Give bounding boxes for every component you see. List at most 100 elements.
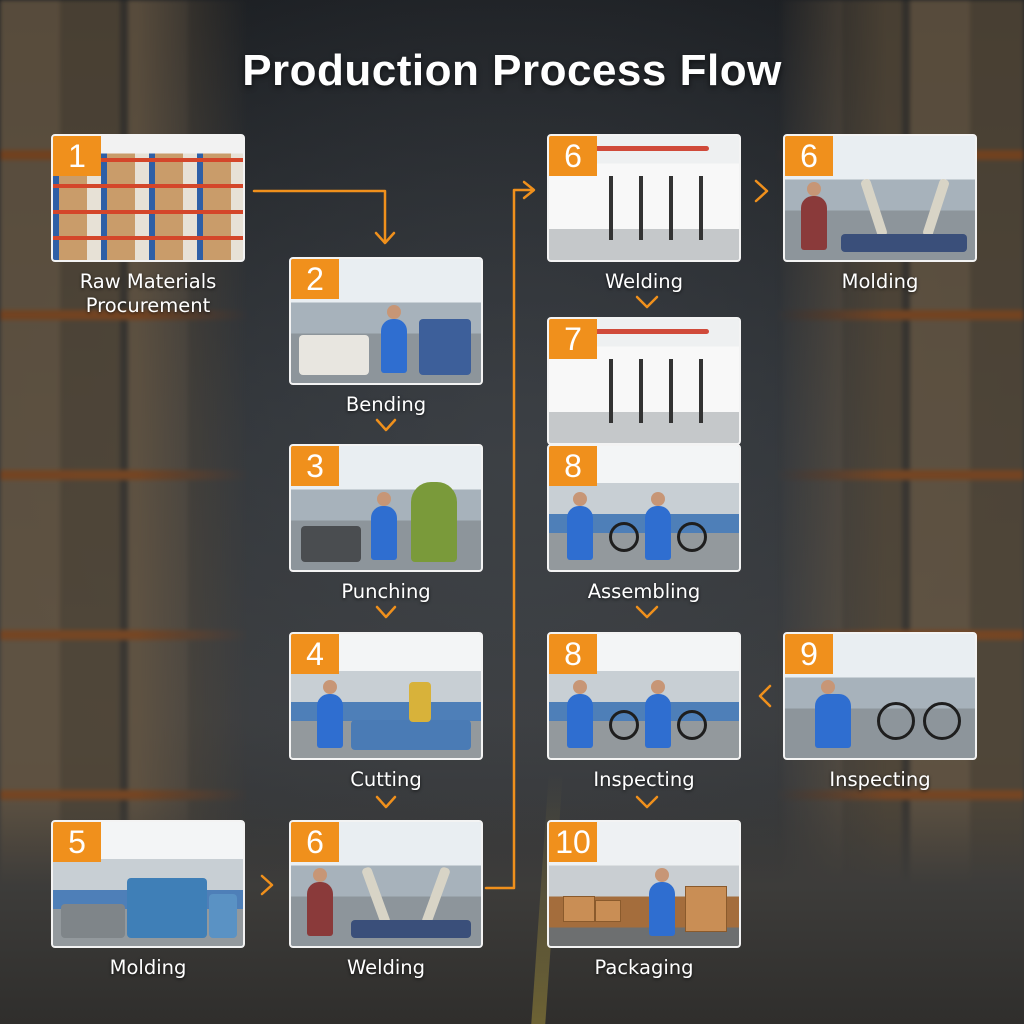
step-number-badge: 6 <box>291 822 339 862</box>
step-photo: 7 <box>547 317 741 445</box>
hanging-frame <box>699 359 703 423</box>
step-label: Packaging <box>594 956 694 979</box>
worker-figure <box>645 492 671 560</box>
wheel-shape <box>609 710 639 740</box>
step-number-badge: 6 <box>785 136 833 176</box>
machine-shape <box>419 319 471 375</box>
step-number-badge: 6 <box>549 136 597 176</box>
step-label: Molding <box>109 956 187 979</box>
chevron-2-3 <box>375 418 397 432</box>
machine-shape <box>411 482 457 562</box>
carton-shape <box>563 896 595 922</box>
wheel-shape <box>923 702 961 740</box>
step-label: Cutting <box>350 768 422 791</box>
worker-figure <box>307 868 333 936</box>
step-photo: 10 <box>547 820 741 948</box>
hanging-frame <box>609 359 613 423</box>
step-photo: 3 <box>289 444 483 572</box>
step-photo: 4 <box>289 632 483 760</box>
step-number-badge: 4 <box>291 634 339 674</box>
step-label: Inspecting <box>829 768 931 791</box>
step-raw-materials: 1 Raw Materials Procurement <box>51 134 245 318</box>
step-label: Punching <box>341 580 431 603</box>
worker-figure <box>317 680 343 748</box>
machine-shape <box>841 234 967 252</box>
step-cutting: 4 Cutting <box>289 632 483 792</box>
machine-shape <box>127 878 207 938</box>
chevron-8-8 <box>635 605 659 619</box>
worker-figure <box>567 680 593 748</box>
robot-arm-shape <box>859 177 889 239</box>
step-photo: 2 <box>289 257 483 385</box>
arrowhead-1-2 <box>374 231 396 245</box>
overhead-rail <box>579 329 709 334</box>
worker-figure <box>645 680 671 748</box>
step-photo: 8 <box>547 444 741 572</box>
hanging-frame <box>669 359 673 423</box>
wheel-shape <box>609 522 639 552</box>
step-number-badge: 2 <box>291 259 339 299</box>
step-photo: 1 <box>51 134 245 262</box>
step-label: Inspecting <box>593 768 695 791</box>
step-molding-top: 6 Molding <box>783 134 977 294</box>
step-number-badge: 10 <box>549 822 597 862</box>
step-label: Welding <box>604 270 684 293</box>
step-photo: 6 <box>783 134 977 262</box>
machine-shape <box>351 920 471 938</box>
connector-1-2 <box>252 189 387 242</box>
wheel-shape <box>677 710 707 740</box>
machine-shape <box>301 526 361 562</box>
step-packaging: 10 Packaging <box>547 820 741 980</box>
step-number-badge: 9 <box>785 634 833 674</box>
step-welding-top: 6 Welding <box>547 134 741 294</box>
worker-figure <box>371 492 397 560</box>
hanging-frame <box>609 176 613 240</box>
step-label: Assembling <box>587 580 701 603</box>
hanging-frame <box>639 359 643 423</box>
hanging-frame <box>699 176 703 240</box>
machine-shape <box>351 720 471 750</box>
step-number-badge: 5 <box>53 822 101 862</box>
wheel-shape <box>877 702 915 740</box>
robot-arm-shape <box>361 866 391 926</box>
wheel-shape <box>677 522 707 552</box>
arrowhead-6-6 <box>522 180 536 200</box>
step-punching: 3 Punching <box>289 444 483 604</box>
step-inspecting-9: 9 Inspecting <box>783 632 977 792</box>
worker-figure <box>801 182 827 250</box>
step-photo: 8 <box>547 632 741 760</box>
worker-figure <box>381 305 407 373</box>
robot-arm-shape <box>921 177 951 239</box>
overhead-rail <box>579 146 709 151</box>
chevron-6-7 <box>635 295 659 309</box>
step-bending: 2 Bending <box>289 257 483 417</box>
step-molding-5: 5 Molding <box>51 820 245 980</box>
chevron-3-4 <box>375 605 397 619</box>
step-7: 7 <box>547 317 741 445</box>
step-assembling: 8 Assembling <box>547 444 741 604</box>
step-photo: 5 <box>51 820 245 948</box>
chevron-weld-mold <box>754 179 769 203</box>
step-number-badge: 8 <box>549 634 597 674</box>
step-label: Bending <box>345 393 427 416</box>
machine-shape <box>409 682 431 722</box>
step-number-badge: 7 <box>549 319 597 359</box>
step-label: Welding <box>346 956 426 979</box>
step-inspecting-8: 8 Inspecting <box>547 632 741 792</box>
worker-figure <box>815 680 851 748</box>
step-label: Molding <box>841 270 919 293</box>
step-photo: 9 <box>783 632 977 760</box>
connector-6-6 <box>484 188 534 890</box>
worker-figure <box>649 868 675 936</box>
carton-shape <box>595 900 621 922</box>
step-number-badge: 1 <box>53 136 101 176</box>
step-number-badge: 3 <box>291 446 339 486</box>
step-label: Raw Materials Procurement <box>79 270 217 317</box>
machine-shape <box>209 894 237 938</box>
hanging-frame <box>639 176 643 240</box>
step-number-badge: 8 <box>549 446 597 486</box>
machine-shape <box>299 335 369 375</box>
hanging-frame <box>669 176 673 240</box>
step-welding-bottom: 6 Welding <box>289 820 483 980</box>
carton-shape <box>685 886 727 932</box>
